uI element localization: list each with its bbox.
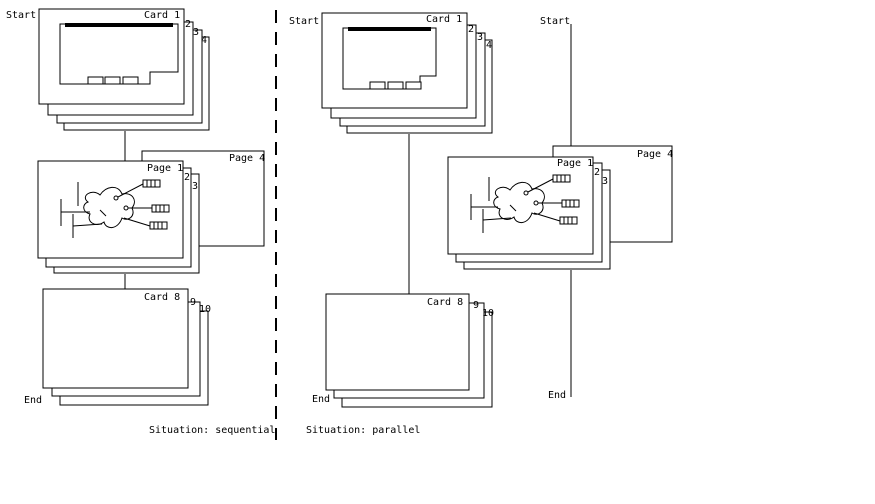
card-number-9: 9 xyxy=(473,300,479,311)
page-1-label: Page 1 xyxy=(147,163,183,174)
card-screen-icon xyxy=(342,27,437,90)
card-stack-8-10: 10 9 Card 8 xyxy=(42,288,211,406)
card-number-4: 4 xyxy=(486,40,492,51)
end-label: End xyxy=(312,394,330,405)
page-number-2: 2 xyxy=(594,167,600,178)
card-number-9: 9 xyxy=(190,297,196,308)
card-8-label: Card 8 xyxy=(144,292,180,303)
parallel-page-stack: Page 4 3 2 Page 1 xyxy=(447,145,673,270)
page-number-3: 3 xyxy=(192,181,198,192)
caption-sequential: Situation: sequential xyxy=(149,425,275,436)
page-stack: Page 4 3 2 Page 1 xyxy=(37,150,265,274)
card-number-10: 10 xyxy=(199,304,211,315)
caption-parallel: Situation: parallel xyxy=(306,425,420,436)
card-number-2: 2 xyxy=(185,19,191,30)
start-label: Start xyxy=(6,10,36,21)
card-1-label: Card 1 xyxy=(144,10,180,21)
end-label: End xyxy=(548,390,566,401)
parallel-panel: 4 3 2 Card 1 10 9 Card 8 Start End Situa… xyxy=(289,12,673,436)
card-1-label: Card 1 xyxy=(426,14,462,25)
card-number-2: 2 xyxy=(468,24,474,35)
card-stack-1-4: 4 3 2 Card 1 xyxy=(38,8,210,131)
page-1-label: Page 1 xyxy=(557,158,593,169)
sequential-panel: 4 3 2 Card 1 Page 4 3 2 Page 1 xyxy=(6,8,275,436)
start-label: Start xyxy=(289,16,319,27)
end-label: End xyxy=(24,395,42,406)
card-screen-icon xyxy=(59,23,179,85)
parallel-card-stack-1-4: 4 3 2 Card 1 xyxy=(321,12,493,134)
page-number-2: 2 xyxy=(184,172,190,183)
card-number-3: 3 xyxy=(477,32,483,43)
page-4-label: Page 4 xyxy=(637,149,673,160)
page-number-3: 3 xyxy=(602,176,608,187)
card-8 xyxy=(42,288,189,389)
card-number-10: 10 xyxy=(482,308,494,319)
card-number-4: 4 xyxy=(201,35,207,46)
parallel-card-stack-8-10: 10 9 Card 8 xyxy=(325,293,494,408)
card-8-label: Card 8 xyxy=(427,297,463,308)
page-4-label: Page 4 xyxy=(229,153,265,164)
map-sketch-icon xyxy=(60,179,170,238)
start-label: Start xyxy=(540,16,570,27)
map-sketch-icon xyxy=(470,174,580,233)
card-number-3: 3 xyxy=(193,27,199,38)
card-8 xyxy=(325,293,470,391)
